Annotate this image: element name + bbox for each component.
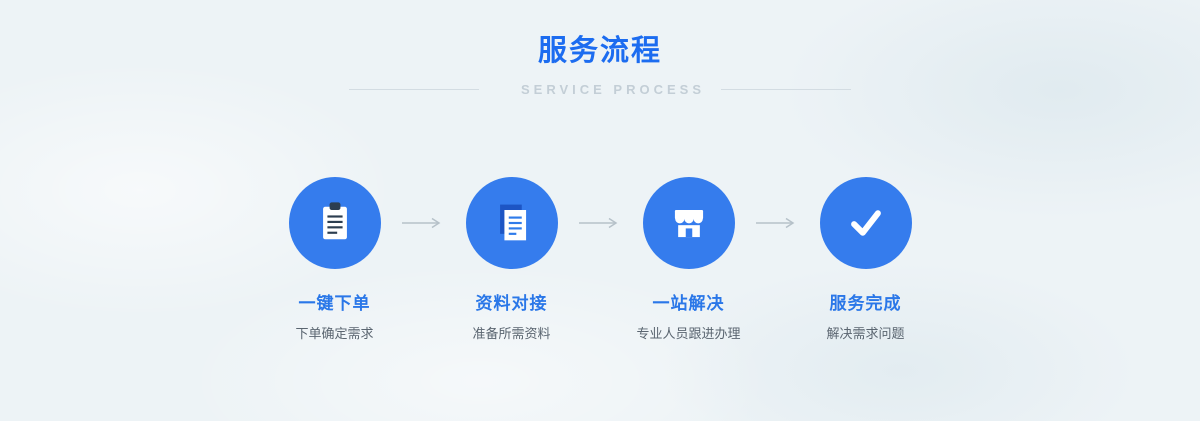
step-title: 一站解决	[652, 294, 725, 313]
step-one-stop-solution: 一站解决 专业人员跟进办理	[623, 177, 755, 342]
documents-icon	[465, 177, 558, 269]
step-title: 资料对接	[475, 294, 548, 313]
step-desc: 下单确定需求	[295, 326, 374, 341]
storefront-icon	[642, 177, 735, 269]
step-title: 一键下单	[298, 294, 371, 313]
step-desc: 解决需求问题	[826, 326, 905, 341]
step-one-click-order: 一键下单 下单确定需求	[269, 177, 401, 342]
section-subtitle-row: SERVICE PROCESS	[0, 82, 1200, 97]
divider-line-left	[348, 89, 479, 90]
step-desc: 准备所需资料	[472, 326, 551, 341]
arrow-right-icon	[755, 217, 800, 229]
arrow-right-icon	[401, 217, 446, 229]
clipboard-icon	[288, 177, 381, 269]
section-header: 服务流程 SERVICE PROCESS	[0, 0, 1200, 97]
step-title: 服务完成	[829, 294, 902, 313]
divider-line-right	[721, 89, 852, 90]
page-title: 服务流程	[537, 35, 662, 67]
step-desc: 专业人员跟进办理	[636, 326, 741, 341]
process-steps: 一键下单 下单确定需求 资料对接 准备所需资料	[0, 177, 1200, 342]
step-service-complete: 服务完成 解决需求问题	[800, 177, 932, 342]
check-icon	[819, 177, 912, 269]
step-material-docking: 资料对接 准备所需资料	[446, 177, 578, 342]
section-subtitle: SERVICE PROCESS	[520, 82, 706, 97]
arrow-right-icon	[578, 217, 623, 229]
